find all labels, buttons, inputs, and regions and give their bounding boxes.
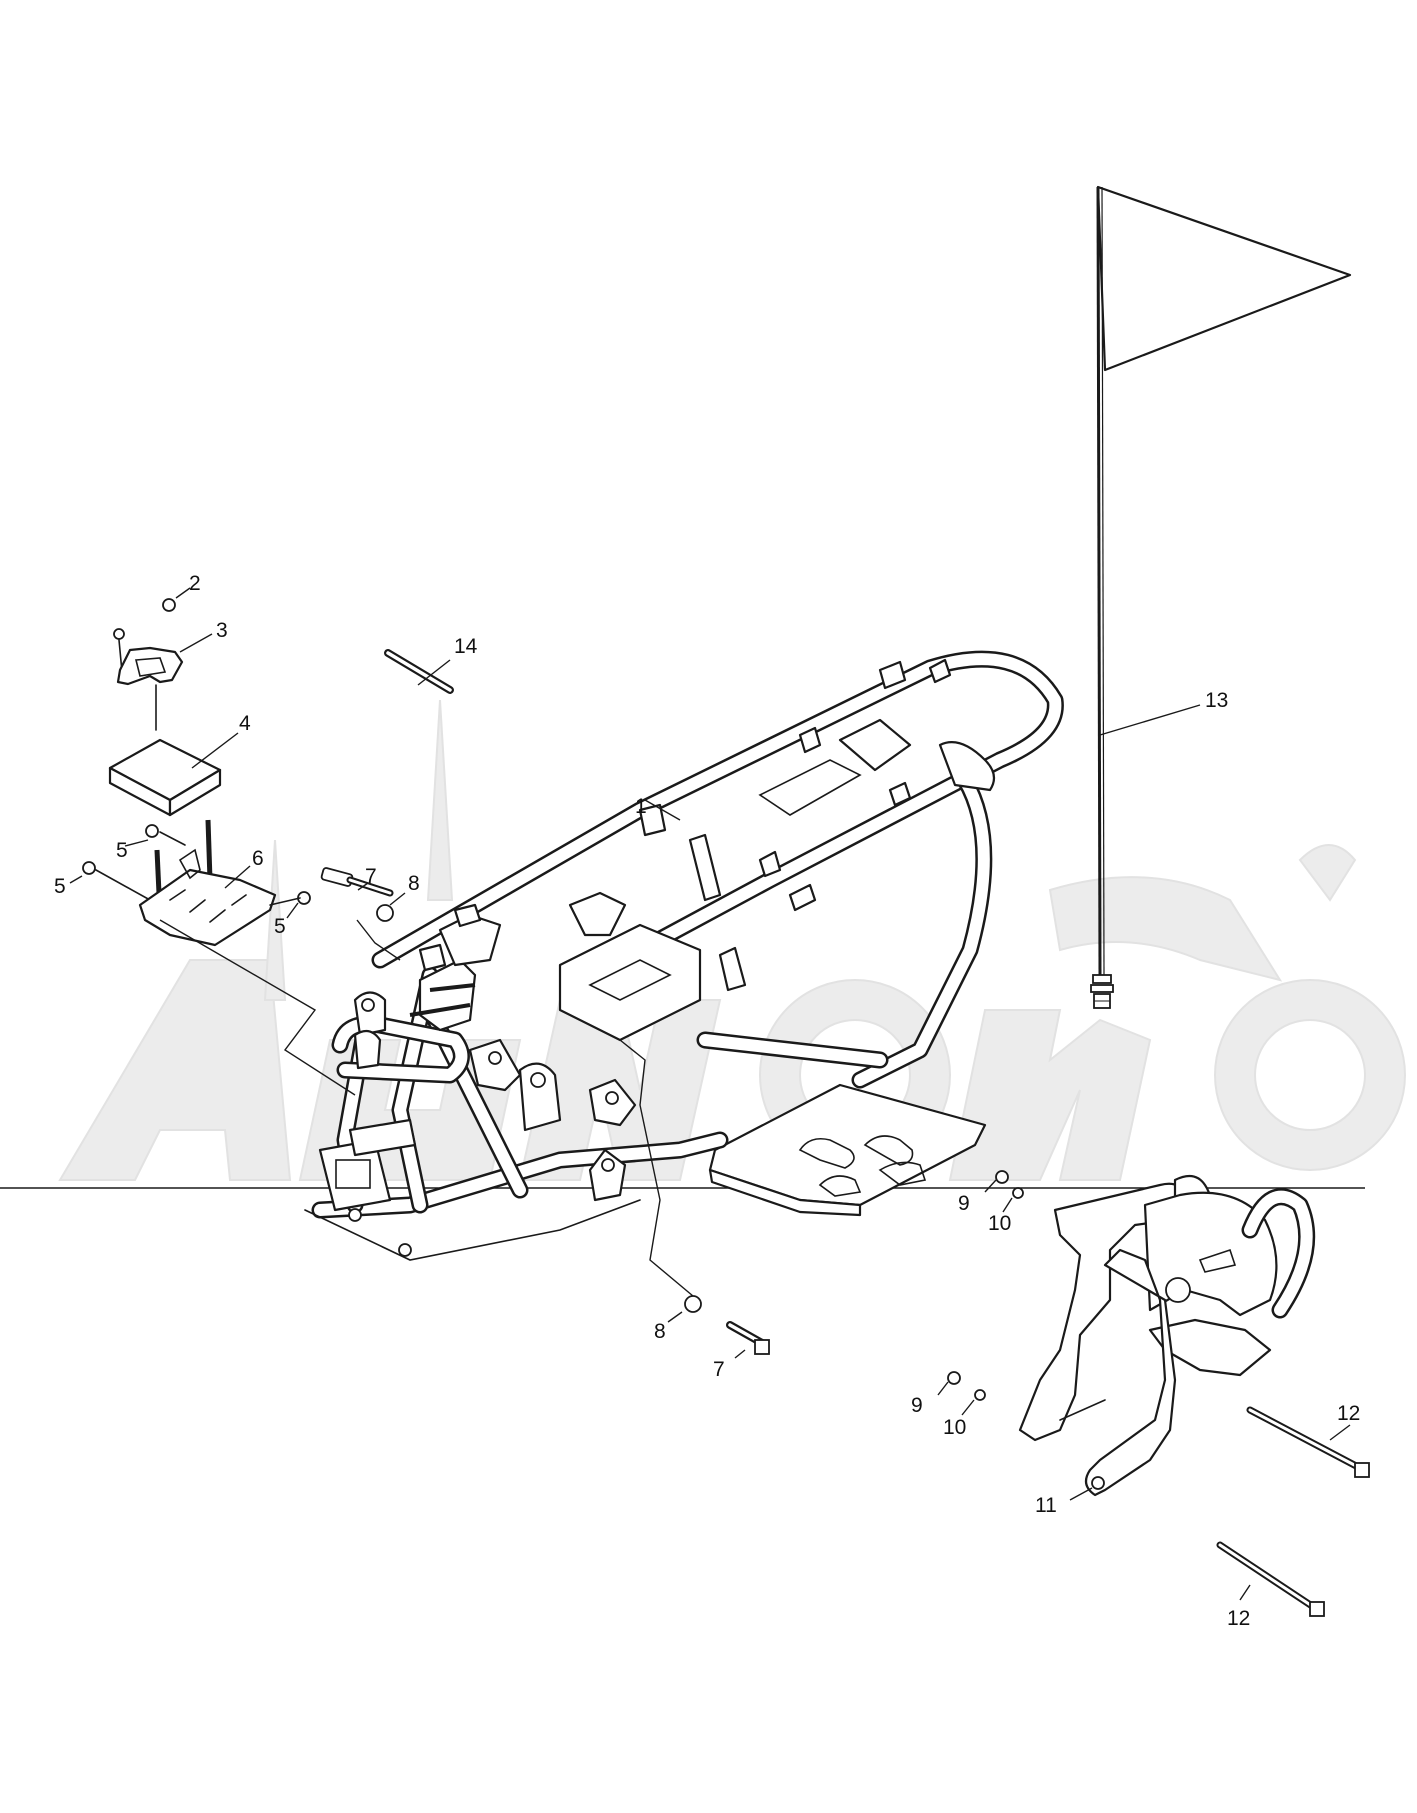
upper-bracket-assembly[interactable] [108,598,222,817]
leader-lines [69,587,1351,1601]
callout-6: 6 [252,847,264,870]
callout-12-lower: 12 [1227,1607,1250,1630]
callout-5-upper: 5 [116,839,128,862]
callout-10-lower: 10 [943,1416,966,1439]
main-frame[interactable] [304,650,1064,1261]
callout-9-lower: 9 [911,1394,923,1417]
callout-2: 2 [189,572,201,595]
callout-labels: 1 2 3 4 5 5 5 6 7 8 14 13 8 7 9 10 9 10 … [54,572,1360,1630]
callout-9-upper: 9 [958,1192,970,1215]
callout-12-upper: 12 [1337,1402,1360,1425]
pivot-bolt-lower[interactable] [684,1295,770,1355]
callout-3: 3 [216,619,228,642]
pin-rod[interactable] [384,649,454,694]
front-skid-plate[interactable] [82,819,311,947]
rear-bracket-assembly[interactable] [947,1170,1370,1617]
bracket-plate-11 [1084,1248,1177,1497]
callout-13: 13 [1205,689,1228,712]
callout-7-lower: 7 [713,1358,725,1381]
callout-11: 11 [1035,1494,1057,1517]
callout-7-upper: 7 [365,865,377,888]
callout-8-upper: 8 [408,872,420,895]
callout-4: 4 [239,712,251,735]
callout-8-lower: 8 [654,1320,666,1343]
bracket-plate-left [1018,1182,1187,1442]
flag-banner [1096,185,1352,372]
callout-10-upper: 10 [988,1212,1011,1235]
callout-1: 1 [635,795,647,818]
plate-6 [138,868,277,947]
pivot-bolt-upper[interactable] [320,867,394,922]
callout-5-right: 5 [274,915,286,938]
callout-14: 14 [454,635,478,658]
nut-2 [162,598,176,612]
callout-5-left: 5 [54,875,66,898]
bracket-3 [116,646,184,686]
safety-flag[interactable] [1090,185,1352,1009]
